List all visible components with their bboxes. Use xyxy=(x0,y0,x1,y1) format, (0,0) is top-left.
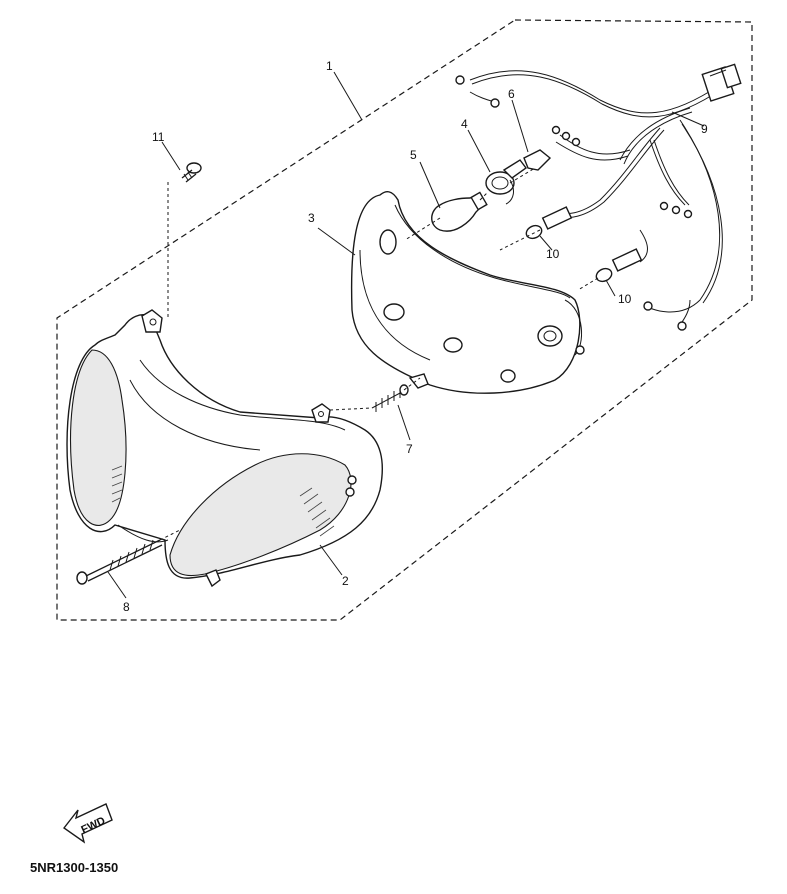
small-bulb-lower xyxy=(595,248,643,283)
callout-8: 8 xyxy=(123,600,130,614)
callout-11: 11 xyxy=(152,130,165,144)
callout-3: 3 xyxy=(308,211,315,225)
small-bulb-upper xyxy=(525,206,573,240)
callout-6: 6 xyxy=(508,87,515,101)
forward-arrow-icon: FWD xyxy=(62,803,113,844)
rear-housing xyxy=(350,191,585,394)
bulb-socket xyxy=(485,159,527,205)
clip xyxy=(523,149,552,171)
callout-9: 9 xyxy=(701,122,708,136)
callout-2: 2 xyxy=(342,574,349,588)
callout-5: 5 xyxy=(410,148,417,162)
bulb xyxy=(431,191,488,232)
drawing-code: 5NR1300-1350 xyxy=(30,860,118,875)
callout-4: 4 xyxy=(461,117,468,131)
callout-leaders xyxy=(107,71,705,599)
alignment-lines xyxy=(159,167,599,541)
long-screw xyxy=(76,539,163,585)
lens xyxy=(66,309,383,588)
small-screw xyxy=(181,162,202,183)
callout-1: 1 xyxy=(326,59,333,73)
spring-screw xyxy=(371,384,409,412)
callout-10-lower: 10 xyxy=(618,292,632,306)
callout-7: 7 xyxy=(406,442,413,456)
callout-10-upper: 10 xyxy=(546,247,560,261)
assembly-boundary xyxy=(56,19,753,621)
